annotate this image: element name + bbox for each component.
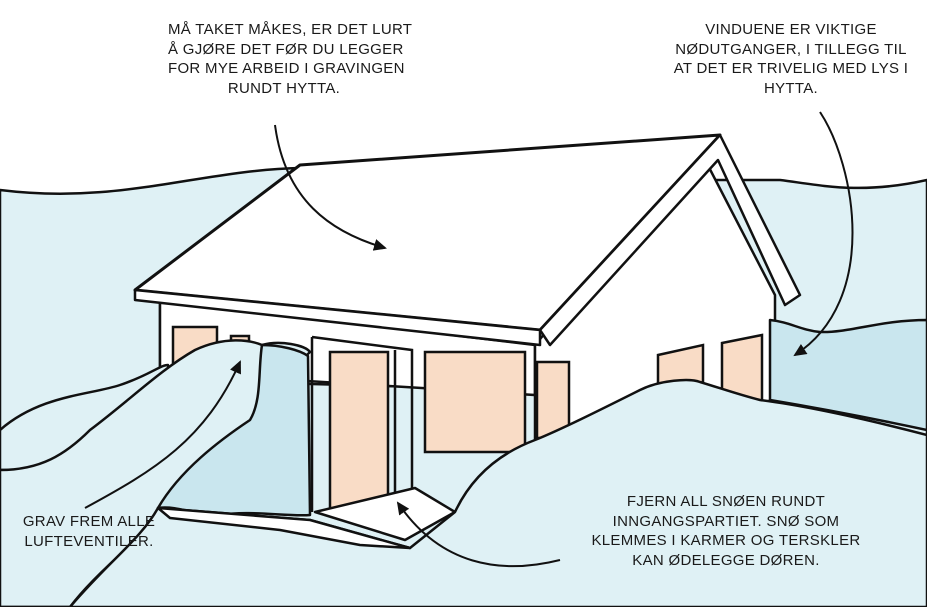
roof-fascia (133, 288, 542, 347)
window-front-large (423, 350, 527, 454)
arrow-windows (793, 111, 854, 357)
snow-drifts (0, 318, 927, 607)
annotation-entrance-line: FJERN ALL SNØEN RUNDT (626, 493, 826, 510)
annotation-windows-line: AT DET ER TRIVELIG MED LYS I (673, 60, 909, 77)
annotation-windows-line: VINDUENE ER VIKTIGE (705, 21, 877, 38)
annotation-entrance-line: INNGANGSPARTIET. SNØ SOM (612, 512, 840, 530)
door-left-panel (328, 350, 390, 514)
annotation-windows: VINDUENE ER VIKTIGE NØDUTGANGER, I TILLE… (660, 20, 922, 98)
annotation-roof-line: RUNDT HYTTA. (227, 79, 341, 97)
annotation-roof-line: Å GJØRE DET FØR DU LEGGER (168, 40, 404, 58)
roof (133, 133, 802, 347)
gable-trim (538, 133, 802, 347)
annotation-vents-line: LUFTEVENTILER. (24, 532, 154, 550)
annotation-windows-line: HYTTA. (763, 79, 819, 97)
leader-arrows (84, 111, 854, 568)
annotation-vents-line: GRAV FREM ALLE (22, 513, 156, 530)
arrow-entrance (396, 501, 561, 568)
snow-step (156, 506, 412, 550)
snow-right-bank (768, 318, 927, 432)
annotation-vents: GRAV FREM ALLE LUFTEVENTILER. (14, 512, 164, 551)
annotation-entrance-line: KAN ØDELEGGE DØREN. (632, 551, 820, 569)
annotation-roof: MÅ TAKET MÅKES, ER DET LURT Å GJØRE DET … (168, 20, 413, 98)
annotation-roof-line: MÅ TAKET MÅKES, ER DET LURT (168, 21, 413, 38)
annotation-entrance: FJERN ALL SNØEN RUNDT INNGANGSPARTIET. S… (588, 492, 864, 570)
annotation-entrance-line: KLEMMES I KARMER OG TERSKLER (591, 532, 861, 549)
arrow-vents (84, 360, 241, 509)
arrow-roof (274, 124, 387, 251)
annotation-roof-line: FOR MYE ARBEID I GRAVINGEN (168, 60, 405, 77)
annotation-windows-line: NØDUTGANGER, I TILLEGG TIL (675, 40, 907, 58)
